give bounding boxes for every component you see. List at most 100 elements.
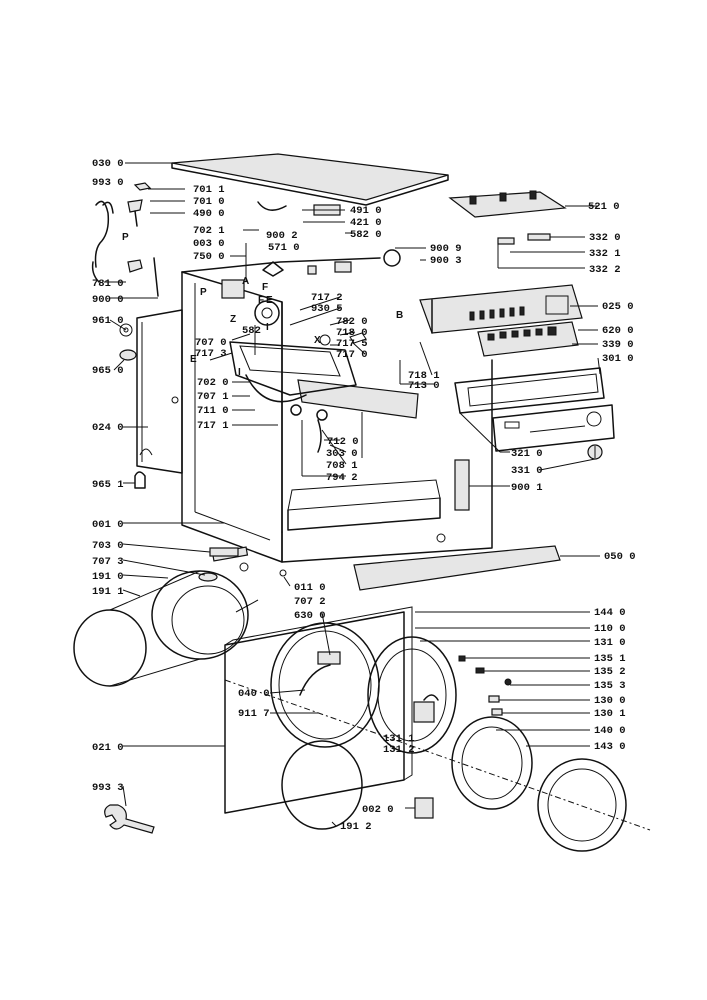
- label-582: 582: [242, 325, 261, 337]
- side-panel: [136, 309, 183, 474]
- marker-e-left: E: [190, 354, 197, 365]
- label-332-2: 332 2: [589, 264, 621, 276]
- label-030-0: 030 0: [92, 158, 124, 170]
- door-glass-lower: [281, 740, 363, 830]
- label-521-0: 521 0: [588, 201, 620, 213]
- pump-assembly: [245, 300, 367, 453]
- marker-f-top: F: [262, 282, 268, 293]
- connector-parts: [497, 233, 551, 245]
- label-781-0: 781 0: [92, 278, 124, 290]
- label-965-0: 965 0: [92, 365, 124, 377]
- label-794-2: 794 2: [326, 472, 358, 484]
- label-144-0: 144 0: [594, 607, 626, 619]
- label-965-1: 965 1: [92, 479, 124, 491]
- label-131-2: 131 2: [383, 744, 415, 756]
- door-axis-line: [224, 679, 651, 831]
- wrench-tool: [104, 804, 155, 834]
- marker-x: X: [314, 335, 321, 346]
- marker-p-center: P: [200, 287, 207, 298]
- label-707-2: 707 2: [294, 596, 326, 608]
- label-703-0: 703 0: [92, 540, 124, 552]
- label-001-0: 001 0: [92, 519, 124, 531]
- label-911-7: 911 7: [238, 708, 270, 720]
- assembly-markers: A F P P E F I Z X B E I: [122, 232, 403, 378]
- label-900-1: 900 1: [511, 482, 543, 494]
- part-labels: 030 0 993 0 701 1 701 0 490 0 491 0 421 …: [92, 158, 636, 833]
- label-024-0: 024 0: [92, 422, 124, 434]
- label-930-5: 930 5: [311, 303, 343, 315]
- knob: [587, 444, 603, 460]
- label-961-0: 961 0: [92, 315, 124, 327]
- label-701-0: 701 0: [193, 196, 225, 208]
- door-outer-ring: [451, 716, 533, 810]
- top-right-bracket: [448, 190, 567, 218]
- label-191-2: 191 2: [340, 821, 372, 833]
- label-131-0: 131 0: [594, 637, 626, 649]
- label-900-0: 900 0: [92, 294, 124, 306]
- label-900-2: 900 2: [266, 230, 298, 242]
- electronic-board: [477, 321, 579, 357]
- label-135-1: 135 1: [594, 653, 626, 665]
- marker-e-top: E: [266, 295, 273, 306]
- label-718-0: 718 0: [336, 327, 368, 339]
- label-130-1: 130 1: [594, 708, 626, 720]
- label-130-0: 130 0: [594, 695, 626, 707]
- left-hose: [91, 200, 159, 297]
- label-713-0: 713 0: [408, 380, 440, 392]
- label-002-0: 002 0: [362, 804, 394, 816]
- label-421-0: 421 0: [350, 217, 382, 229]
- label-717-5: 717 5: [336, 338, 368, 350]
- label-717-3: 717 3: [195, 348, 227, 360]
- label-993-0: 993 0: [92, 177, 124, 189]
- label-701-1: 701 1: [193, 184, 225, 196]
- marker-i-left: I: [238, 367, 241, 378]
- misc-small-parts: [119, 323, 470, 577]
- label-050-0: 050 0: [604, 551, 636, 563]
- label-707-0: 707 0: [195, 337, 227, 349]
- label-582-0: 582 0: [350, 229, 382, 241]
- label-712-0: 712 0: [327, 436, 359, 448]
- label-571-0: 571 0: [268, 242, 300, 254]
- label-707-1: 707 1: [197, 391, 229, 403]
- marker-p-left: P: [122, 232, 129, 243]
- label-191-0: 191 0: [92, 571, 124, 583]
- label-331-0: 331 0: [511, 465, 543, 477]
- label-490-0: 490 0: [193, 208, 225, 220]
- marker-a: A: [242, 276, 249, 287]
- plinth: [353, 545, 561, 591]
- label-191-1: 191 1: [92, 586, 124, 598]
- label-620-0: 620 0: [602, 325, 634, 337]
- label-900-3: 900 3: [430, 255, 462, 267]
- label-332-0: 332 0: [589, 232, 621, 244]
- door-glass: [537, 758, 627, 852]
- label-011-0: 011 0: [294, 582, 326, 594]
- detergent-drawer: [229, 341, 419, 419]
- label-718-1: 718 1: [408, 370, 440, 382]
- door-frame-ring: [367, 636, 457, 754]
- label-711-0: 711 0: [197, 405, 229, 417]
- marker-z: Z: [230, 314, 236, 325]
- label-025-0: 025 0: [602, 301, 634, 313]
- label-332-1: 332 1: [589, 248, 621, 260]
- marker-i-top: I: [266, 322, 269, 333]
- label-135-3: 135 3: [594, 680, 626, 692]
- label-040-0: 040 0: [238, 688, 270, 700]
- label-702-1: 702 1: [193, 225, 225, 237]
- label-321-0: 321 0: [511, 448, 543, 460]
- top-lid: [171, 153, 449, 206]
- marker-f-mid: F: [258, 295, 264, 306]
- label-339-0: 339 0: [602, 339, 634, 351]
- label-491-0: 491 0: [350, 205, 382, 217]
- label-708-1: 708 1: [326, 460, 358, 472]
- label-143-0: 143 0: [594, 741, 626, 753]
- fascia-panel: [454, 367, 605, 414]
- label-135-2: 135 2: [594, 666, 626, 678]
- label-717-1: 717 1: [197, 420, 229, 432]
- leader-lines: [104, 162, 601, 827]
- label-110-0: 110 0: [594, 623, 626, 635]
- label-750-0: 750 0: [193, 251, 225, 263]
- label-630-0: 630 0: [294, 610, 326, 622]
- label-140-0: 140 0: [594, 725, 626, 737]
- label-303-0: 303 0: [326, 448, 358, 460]
